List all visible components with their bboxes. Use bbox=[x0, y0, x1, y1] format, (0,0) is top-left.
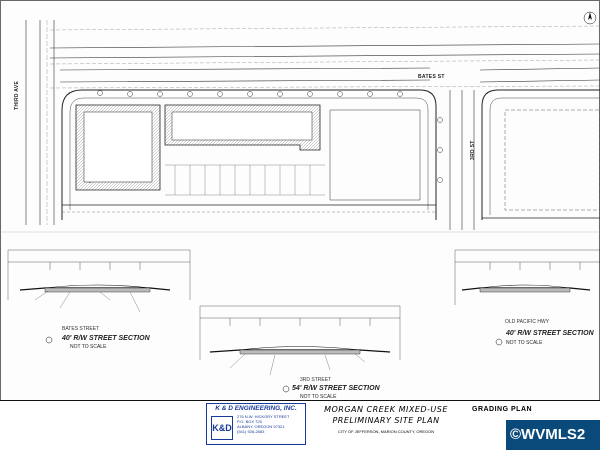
north-arrow-icon bbox=[583, 11, 597, 25]
project-subtitle: PRELIMINARY SITE PLAN bbox=[332, 416, 440, 425]
project-title: MORGAN CREEK MIXED-USE PRELIMINARY SITE … bbox=[306, 403, 466, 443]
firm-address-line: 276 N.W. HICKORY STREET bbox=[237, 414, 290, 419]
firm-address: 276 N.W. HICKORY STREET P.O. BOX 725 ALB… bbox=[237, 414, 290, 434]
sheet-title: GRADING PLAN bbox=[472, 406, 533, 413]
section-3-note: NOT TO SCALE bbox=[506, 340, 543, 346]
street-label-third-ave: THIRD AVE bbox=[14, 80, 20, 110]
section-2-street: 3RD STREET bbox=[300, 377, 332, 383]
firm-logo-icon: K&D bbox=[211, 416, 233, 440]
watermark-badge: ©WVMLS2 bbox=[506, 420, 600, 450]
section-1-street: BATES STREET bbox=[62, 326, 100, 332]
section-3-title: 40' R/W STREET SECTION bbox=[506, 330, 594, 337]
firm-address-line: ALBANY, OREGON 97321 bbox=[237, 424, 285, 429]
section-3-street: OLD PACIFIC HWY bbox=[505, 319, 550, 325]
section-2-note: NOT TO SCALE bbox=[300, 394, 337, 400]
section-1-title: 40' R/W STREET SECTION bbox=[62, 335, 150, 342]
project-name: MORGAN CREEK MIXED-USE bbox=[324, 405, 448, 414]
title-block bbox=[0, 400, 600, 451]
section-2-title: 54' R/W STREET SECTION bbox=[292, 385, 380, 392]
firm-name: K & D ENGINEERING, INC. bbox=[215, 405, 297, 412]
firm-address-line: P.O. BOX 725 bbox=[237, 419, 262, 424]
section-1-note: NOT TO SCALE bbox=[70, 344, 107, 350]
street-label-3rd-st: 3RD ST bbox=[470, 140, 476, 160]
firm-address-line: (541) 928-2583 bbox=[237, 429, 265, 434]
project-location: CITY OF JEFFERSON, MARION COUNTY, OREGON bbox=[337, 429, 435, 434]
firm-stamp: K & D ENGINEERING, INC. K&D 276 N.W. HIC… bbox=[206, 403, 306, 445]
street-label-bates: BATES ST bbox=[418, 74, 445, 80]
